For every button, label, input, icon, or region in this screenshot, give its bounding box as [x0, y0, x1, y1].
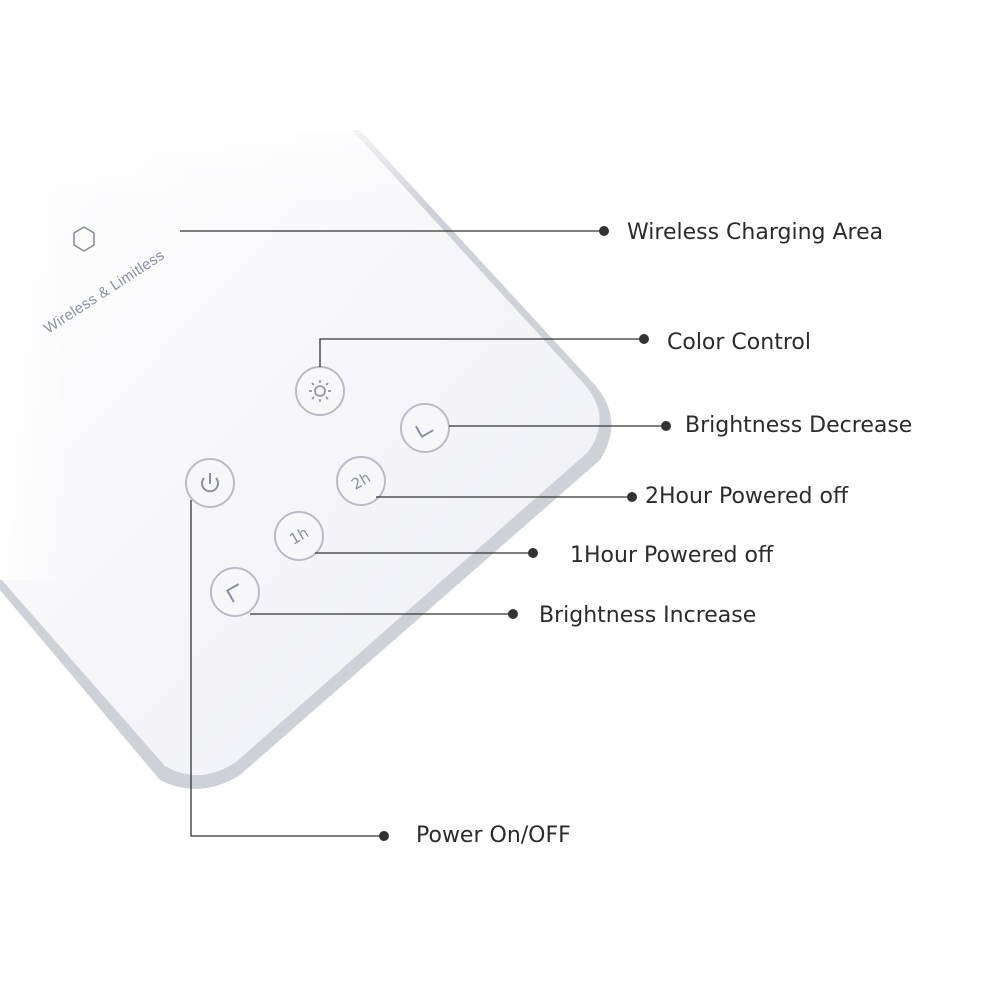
dot-power: [379, 831, 389, 841]
label-brightness-decrease: Brightness Decrease: [685, 413, 913, 438]
leader-line-color: [319, 338, 644, 367]
chevron-up-icon: [225, 583, 240, 603]
power-button[interactable]: [185, 458, 235, 508]
device-body: [0, 130, 600, 776]
dot-2h: [627, 492, 637, 502]
label-one-hour-powered-off: 1Hour Powered off: [570, 543, 774, 568]
dot-color: [639, 334, 649, 344]
color-control-button[interactable]: [295, 366, 345, 416]
label-color-control: Color Control: [667, 330, 811, 355]
brightness-decrease-button[interactable]: [400, 403, 450, 453]
power-icon: [201, 473, 219, 493]
dot-1h: [528, 548, 538, 558]
one-hour-off-button[interactable]: 1h: [274, 511, 324, 561]
sun-icon: [309, 380, 331, 402]
label-two-hour-powered-off: 2Hour Powered off: [645, 484, 849, 509]
dot-brightness-up: [508, 609, 518, 619]
label-brightness-increase: Brightness Increase: [539, 603, 757, 628]
leader-line-power: [190, 500, 384, 837]
hexagon-icon: [73, 226, 95, 252]
two-hour-off-button[interactable]: 2h: [336, 456, 386, 506]
dot-wireless: [599, 226, 609, 236]
label-power-on-off: Power On/OFF: [416, 823, 571, 848]
brightness-increase-button[interactable]: [210, 567, 260, 617]
label-wireless-charging-area: Wireless Charging Area: [627, 220, 884, 245]
dot-brightness-down: [661, 421, 671, 431]
chevron-down-icon: [415, 425, 434, 439]
